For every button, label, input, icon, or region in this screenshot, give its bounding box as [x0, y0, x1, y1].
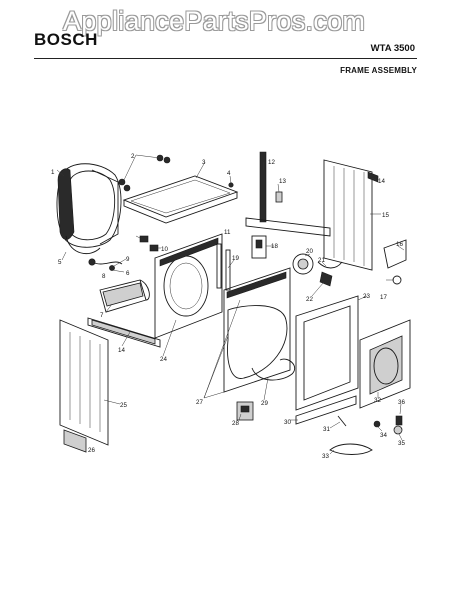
part-control-strip [87, 317, 161, 348]
callout-28: 28 [232, 420, 239, 427]
callout-25: 25 [120, 402, 127, 409]
brand-logo: BOSCH [34, 30, 98, 49]
header-divider [34, 58, 417, 59]
part-wiring-harness [88, 258, 123, 271]
part-foot-35 [393, 425, 403, 435]
callout-9: 9 [126, 256, 130, 263]
callout-29: 29 [261, 400, 268, 407]
part-drum-seal [65, 235, 101, 255]
callout-19: 19 [232, 255, 239, 262]
callout-36: 36 [398, 399, 405, 406]
callout-6: 6 [126, 270, 130, 277]
callout-20: 20 [306, 248, 313, 255]
callout-30: 30 [284, 419, 291, 426]
callout-18: 18 [271, 243, 278, 250]
callout-15: 15 [382, 212, 389, 219]
part-rail-11 [216, 243, 222, 289]
part-top-panel [122, 175, 239, 224]
part-door-frame [295, 295, 359, 411]
part-pulley-20-hub [297, 258, 309, 270]
callout-26: 26 [88, 447, 95, 454]
callout-labels: 1 2 3 4 5 6 7 8 9 10 11 12 13 14 14 15 1… [51, 153, 405, 460]
callout-24: 24 [160, 356, 167, 363]
part-pulley-20 [292, 253, 314, 275]
callout-14-top: 14 [378, 178, 385, 185]
section-title: FRAME ASSEMBLY [340, 66, 417, 75]
part-clip-14-top [367, 171, 379, 183]
callout-2: 2 [131, 153, 135, 160]
part-gasket-33 [329, 443, 373, 455]
part-foot-36 [395, 415, 403, 426]
callout-8: 8 [102, 273, 106, 280]
callout-16: 16 [396, 241, 403, 248]
part-strip-12 [259, 151, 267, 223]
part-bracket-4 [139, 235, 149, 243]
callout-17: 17 [380, 294, 387, 301]
part-front-frame [154, 233, 223, 339]
part-rail-19 [225, 249, 231, 291]
callout-12: 12 [268, 159, 275, 166]
watermark: AppliancePartsPros.com [63, 6, 366, 36]
part-bracket-10 [149, 244, 159, 252]
part-washer-34 [373, 420, 381, 428]
callout-34: 34 [380, 432, 387, 439]
part-left-side-panel [59, 319, 109, 446]
part-inner-frame [223, 267, 291, 393]
part-top-screws [118, 154, 171, 192]
part-rear-panel [323, 159, 373, 271]
callout-31: 31 [323, 426, 330, 433]
callout-5: 5 [58, 259, 62, 266]
leader-lines [56, 154, 405, 455]
callout-33: 33 [322, 453, 329, 460]
part-belt-29 [251, 358, 296, 381]
callout-11: 11 [224, 229, 231, 236]
callout-35: 35 [398, 440, 405, 447]
part-panel-18-window [255, 239, 263, 249]
callout-4: 4 [227, 170, 231, 177]
part-door [359, 319, 411, 409]
part-spring-21 [317, 261, 343, 269]
part-control-module [99, 279, 150, 313]
part-top-clip [228, 182, 234, 188]
part-block-13 [275, 191, 283, 203]
part-switch-28-face [240, 405, 250, 413]
callout-23: 23 [363, 293, 370, 300]
callout-10: 10 [161, 246, 168, 253]
part-bracket-22 [319, 271, 333, 287]
part-screw-31 [337, 415, 347, 427]
callout-21: 21 [318, 257, 325, 264]
part-kick-plate [295, 395, 357, 425]
part-rear-rail [245, 217, 331, 237]
callout-32: 32 [374, 397, 381, 404]
part-panel-18 [251, 235, 267, 259]
part-rating-plate [63, 429, 87, 453]
callout-7: 7 [100, 312, 104, 319]
part-drum-bulkhead [56, 163, 122, 248]
part-duct-16 [383, 239, 407, 269]
callout-3: 3 [202, 159, 206, 166]
callout-22: 22 [306, 296, 313, 303]
callout-27: 27 [196, 399, 203, 406]
model-number: WTA 3500 [370, 43, 415, 54]
callout-14-left: 14 [118, 347, 125, 354]
part-grommet-17 [392, 275, 402, 285]
callout-13: 13 [279, 178, 286, 185]
callout-1: 1 [51, 169, 55, 176]
